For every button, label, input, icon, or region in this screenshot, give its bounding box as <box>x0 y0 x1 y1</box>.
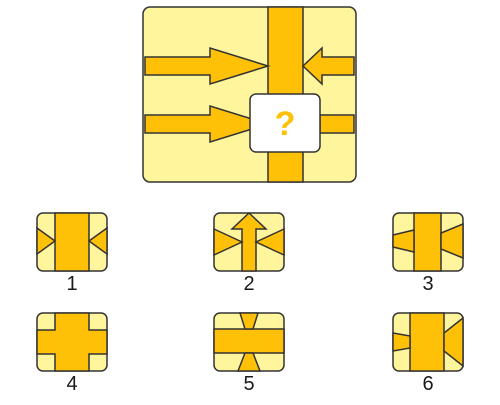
top-left-arrow <box>144 46 271 86</box>
option-2[interactable] <box>213 211 285 272</box>
option-5-horizontal-band <box>213 328 285 354</box>
option-3[interactable] <box>392 212 464 272</box>
option-1-vertical-band <box>54 212 90 272</box>
option-2-label: 2 <box>243 273 255 295</box>
option-2-up-arrow <box>230 211 268 272</box>
question-mark: ? <box>274 105 296 143</box>
option-3-label: 3 <box>422 273 434 295</box>
option-3-right-wedge <box>440 222 464 260</box>
option-1-label: 1 <box>66 273 78 295</box>
option-5[interactable] <box>213 312 285 372</box>
missing-piece-panel <box>249 93 321 153</box>
option-4-label: 4 <box>66 373 78 395</box>
option-6-right-wedge <box>443 316 464 368</box>
option-2-left-wedge <box>213 227 244 257</box>
option-3-vertical-band <box>413 212 442 272</box>
option-6-vertical-band <box>409 312 445 372</box>
option-4[interactable] <box>36 312 108 372</box>
option-5-label: 5 <box>243 373 255 395</box>
option-5-bottom-wedge <box>236 352 262 372</box>
option-6[interactable] <box>392 312 464 372</box>
option-1[interactable] <box>36 212 108 272</box>
top-right-arrow <box>301 46 355 86</box>
puzzle-grid <box>142 6 357 183</box>
option-6-left-wedge <box>392 332 411 352</box>
bottom-left-arrow <box>144 104 271 144</box>
option-4-cross <box>36 312 108 372</box>
option-1-left-wedge <box>36 226 57 256</box>
option-1-right-wedge <box>87 226 108 256</box>
option-6-label: 6 <box>422 373 434 395</box>
option-3-left-wedge <box>392 229 415 253</box>
option-2-right-wedge <box>254 227 285 257</box>
option-5-top-wedge <box>238 312 260 330</box>
